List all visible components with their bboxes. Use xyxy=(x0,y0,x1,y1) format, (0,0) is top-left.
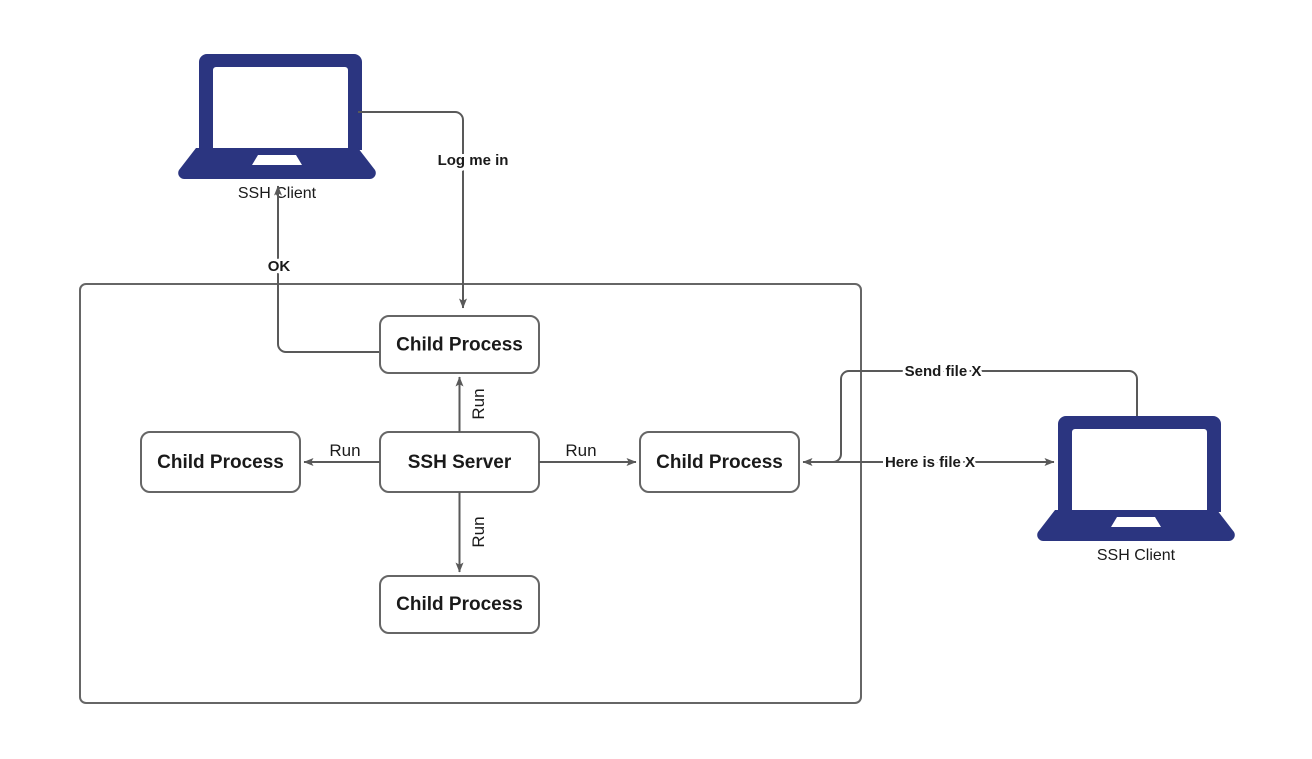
laptop-icon xyxy=(178,54,376,179)
node-label: Child Process xyxy=(656,452,783,473)
node-child-process-left[interactable]: Child Process xyxy=(140,431,301,493)
node-box xyxy=(379,575,540,634)
edge-log-me-in xyxy=(358,111,467,309)
node-child-process-bottom[interactable]: Child Process xyxy=(379,575,540,634)
node-box xyxy=(639,431,800,493)
node-box xyxy=(140,431,301,493)
node-ssh-server[interactable]: SSH Server xyxy=(379,431,540,493)
node-label: Child Process xyxy=(396,335,523,356)
edge-label-run-top: Run xyxy=(469,388,488,419)
edge-ok xyxy=(274,185,380,353)
laptop-icon xyxy=(1037,416,1235,541)
edge-label-run-bottom: Run xyxy=(469,516,488,547)
node-box xyxy=(379,315,540,374)
edge-label-here-is-file: Here is file X xyxy=(885,454,975,471)
ssh-client-right-label: SSH Client xyxy=(1097,547,1176,564)
edge-send-file xyxy=(802,370,1138,466)
node-label: Child Process xyxy=(157,452,284,473)
node-child-process-right[interactable]: Child Process xyxy=(639,431,800,493)
edge-label-ok: OK xyxy=(268,258,291,275)
node-label: Child Process xyxy=(396,594,523,615)
edge-label-run-right: Run xyxy=(565,441,596,460)
node-child-process-top[interactable]: Child Process xyxy=(379,315,540,374)
ssh-client-right[interactable]: SSH Client xyxy=(1037,416,1235,567)
node-label: SSH Server xyxy=(408,452,512,473)
edge-label-log-me-in: Log me in xyxy=(438,152,509,169)
edge-label-run-left: Run xyxy=(329,441,360,460)
host-boundary-box xyxy=(79,283,862,704)
edge-label-send-file: Send file X xyxy=(905,363,982,380)
ssh-client-top[interactable]: SSH Client xyxy=(178,54,376,205)
